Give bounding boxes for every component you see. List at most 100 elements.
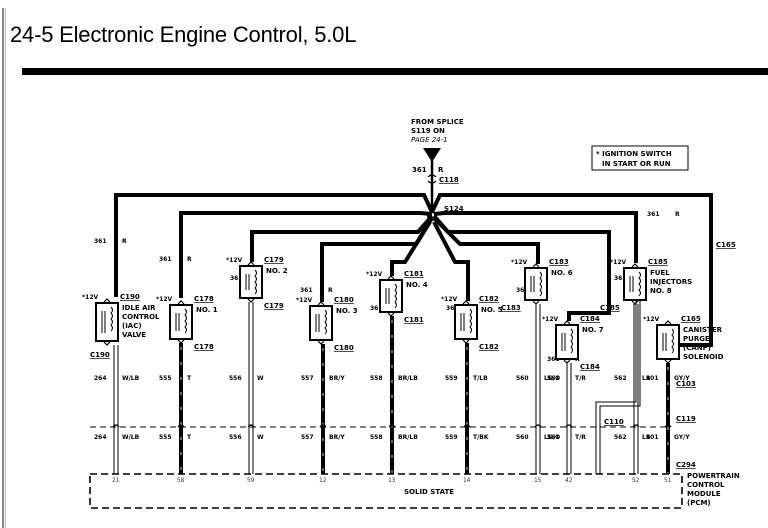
pcm-pin-inj5: 14 (463, 477, 471, 484)
conn-top-inj5: C182 (479, 295, 499, 303)
connector-bottom-icon-inj5 (462, 339, 470, 344)
conn-top-inj3: C180 (334, 296, 354, 304)
circuit-lower-inj5: 559 (445, 434, 458, 441)
conn-top-inj6: C183 (549, 258, 569, 266)
component-label-inj4-0: NO. 4 (406, 281, 428, 289)
color-lower-inj4: BR/LB (398, 434, 418, 441)
pcm-pin-inj2: 59 (247, 477, 255, 484)
color-upper-inj4: BR/LB (398, 375, 418, 382)
conn-mid2-canp: C119 (676, 415, 696, 423)
conn-bottom-canp: C294 (676, 461, 696, 469)
pcm-pin-iac: 21 (112, 477, 120, 484)
connector-c119-icon-inj4 (388, 424, 396, 428)
color-upper-inj8: LB (642, 375, 651, 382)
color-lower-inj3: BR/Y (329, 434, 345, 441)
note-line2: IN START OR RUN (602, 160, 671, 168)
voltage-inj8: *12V (610, 259, 626, 266)
voltage-inj2: *12V (226, 257, 242, 264)
conn-c110-label: C110 (604, 418, 624, 426)
conn-top-iac: C190 (120, 293, 140, 301)
circuit-upper-inj8: 562 (614, 375, 627, 382)
connector-c119-icon-inj3 (319, 424, 327, 428)
feed-circuit-inj5: 361 (446, 305, 459, 312)
connector-c119-icon-canp (664, 424, 672, 428)
voltage-canp: *12V (643, 316, 659, 323)
feed-color-canp: R (675, 211, 680, 218)
coil-winding-icon-inj2 (254, 269, 257, 295)
component-label-canp-2: (CANP) (683, 344, 711, 352)
feed-wire-inj6 (432, 216, 540, 264)
coil-winding-icon-inj8 (638, 271, 641, 297)
connector-top-icon-iac (103, 298, 111, 303)
conn-mid-canp: C103 (676, 380, 696, 388)
coil-winding-icon-inj5 (469, 308, 472, 334)
color-upper-inj2: W (257, 375, 264, 382)
pcm-pin-inj6: 15 (534, 477, 542, 484)
pcm-pin-inj3: 12 (319, 477, 327, 484)
color-upper-inj1: T (187, 375, 192, 382)
color-lower-inj5: T/BK (473, 434, 489, 441)
voltage-inj4: *12V (366, 271, 382, 278)
circuit-lower-inj7: 561 (547, 434, 560, 441)
coil-winding-icon-iac (110, 306, 113, 332)
circuit-upper-inj2: 556 (229, 375, 242, 382)
feed-wire-inj7 (432, 214, 611, 321)
color-lower-inj2: W (257, 434, 264, 441)
connector-top-icon-inj8 (631, 263, 639, 268)
feed-circuit-inj4: 361 (370, 305, 383, 312)
voltage-inj3: *12V (296, 297, 312, 304)
conn-top-canp: C165 (681, 315, 701, 323)
feed-circuit-inj8: 361 (614, 275, 627, 282)
feed-circuit-inj7: 361 (547, 356, 560, 363)
feed-color-inj1: R (187, 256, 192, 263)
feed-wire-canp-tail (669, 322, 713, 347)
source-line3: PAGE 24-1 (411, 136, 448, 144)
conn-top-inj7: C184 (580, 315, 600, 323)
source-color: R (438, 166, 444, 174)
page-left-rule-inner (5, 8, 6, 528)
component-label-inj2-0: NO. 2 (266, 267, 288, 275)
conn-top-inj2: C179 (264, 256, 284, 264)
connector-top-icon-inj5 (462, 300, 470, 305)
connector-c119-icon-inj2 (247, 424, 255, 428)
component-label-inj5-0: NO. 5 (481, 306, 503, 314)
component-label-inj8-0: FUEL (650, 269, 670, 277)
conn-bottom-inj1: C178 (194, 343, 214, 351)
voltage-inj7: *12V (542, 316, 558, 323)
component-label-inj8-1: INJECTORS (650, 278, 692, 286)
connector-top-icon-inj6 (532, 263, 540, 268)
feed-circuit-iac: 361 (94, 238, 107, 245)
connector-bottom-icon-canp (664, 359, 672, 364)
connector-top-icon-inj2 (247, 261, 255, 266)
voltage-inj1: *12V (156, 296, 172, 303)
circuit-lower-inj4: 558 (370, 434, 383, 441)
pcm-box (89, 473, 683, 509)
conn-bottom-inj7: C184 (580, 363, 600, 371)
circuit-lower-inj6: 560 (516, 434, 529, 441)
inj8-route-b (599, 300, 641, 474)
conn-top-inj1: C178 (194, 295, 214, 303)
pcm-pin-inj4: 13 (388, 477, 396, 484)
color-upper-iac: W/LB (122, 375, 140, 382)
coil-winding-icon-inj4 (394, 283, 397, 309)
title-divider (22, 68, 768, 75)
component-box-inj2 (239, 265, 263, 299)
feed-color-iac: R (122, 238, 127, 245)
connector-top-icon-inj3 (317, 301, 325, 306)
circuit-upper-inj5: 559 (445, 375, 458, 382)
connector-c118-icon (427, 174, 437, 184)
color-lower-inj1: T (187, 434, 192, 441)
circuit-lower-inj2: 556 (229, 434, 242, 441)
connector-bottom-icon-inj3 (317, 340, 325, 345)
connector-top-icon-inj4 (387, 275, 395, 280)
color-upper-inj7: T/R (575, 375, 586, 382)
feed-wires (114, 193, 713, 347)
source-circuit: 361 (412, 166, 427, 174)
coil-winding-icon-inj7 (570, 328, 573, 354)
circuit-lower-inj1: 555 (159, 434, 172, 441)
conn-bottom-inj6: C183 (501, 304, 521, 312)
color-lower-iac: W/LB (122, 434, 140, 441)
color-lower-inj7: T/R (575, 434, 586, 441)
component-label-iac-2: (IAC) (122, 322, 142, 330)
feed-wire-canp (430, 193, 713, 322)
